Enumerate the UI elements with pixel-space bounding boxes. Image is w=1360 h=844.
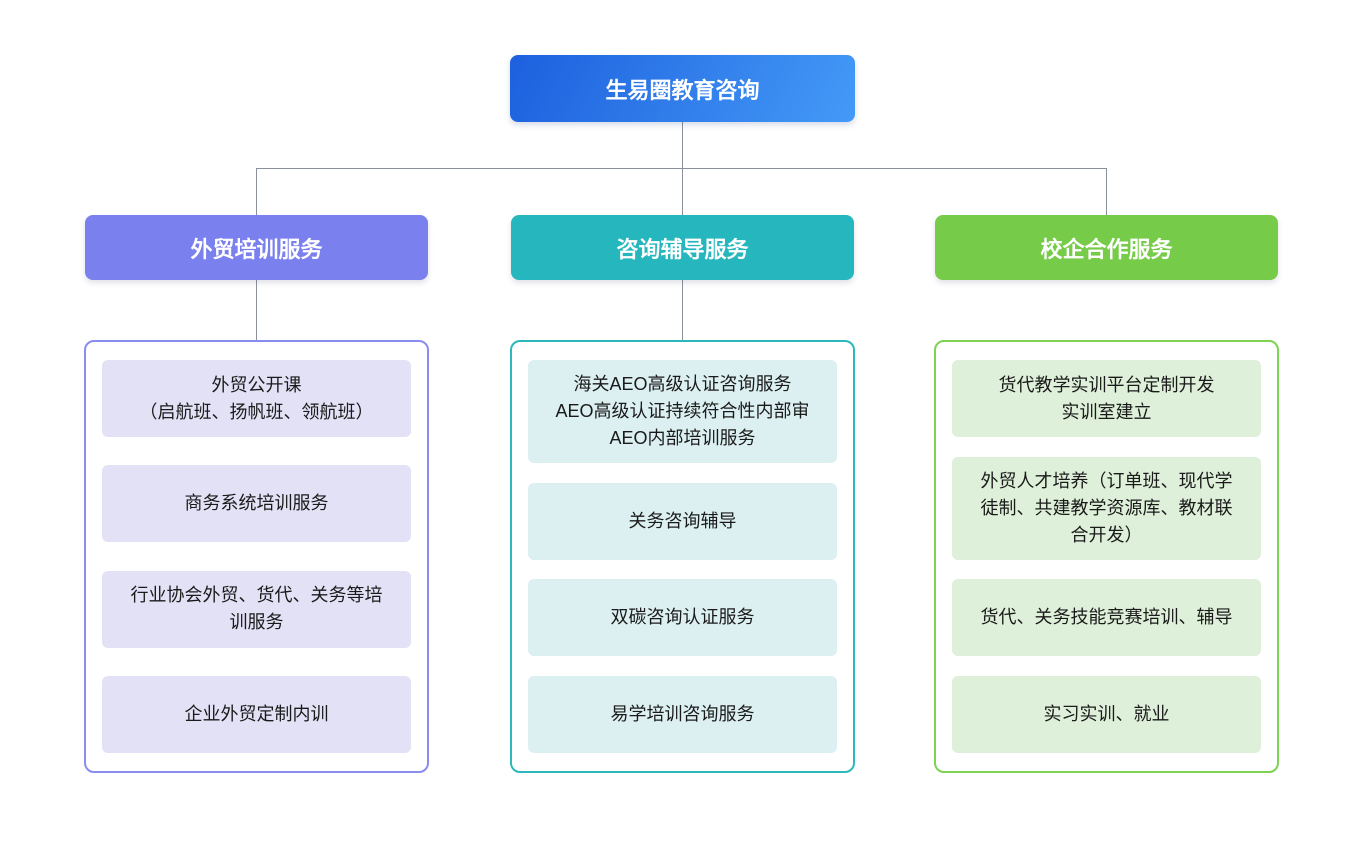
connector-branch-1-children [256,280,257,340]
leaf-item: 商务系统培训服务 [102,465,411,543]
leaf-item: 货代、关务技能竞赛培训、辅导 [952,579,1261,657]
branch-3-children-container: 货代教学实训平台定制开发 实训室建立 外贸人才培养（订单班、现代学 徒制、共建教… [934,340,1279,773]
root-node: 生易圈教育咨询 [510,55,855,122]
leaf-item: 外贸人才培养（订单班、现代学 徒制、共建教学资源库、教材联 合开发） [952,456,1261,560]
connector-drop-branch-3 [1106,168,1107,215]
connector-branch-2-children [682,280,683,340]
branch-1-children-container: 外贸公开课 （启航班、扬帆班、领航班） 商务系统培训服务 行业协会外贸、货代、关… [84,340,429,773]
leaf-item: 实习实训、就业 [952,675,1261,753]
branch-header-school-enterprise-cooperation: 校企合作服务 [935,215,1278,280]
leaf-item: 双碳咨询认证服务 [528,579,837,657]
branch-header-consulting-coaching: 咨询辅导服务 [511,215,854,280]
connector-root-down [682,122,683,168]
leaf-item: 行业协会外贸、货代、关务等培 训服务 [102,570,411,648]
branch-2-children-container: 海关AEO高级认证咨询服务 AEO高级认证持续符合性内部审 AEO内部培训服务 … [510,340,855,773]
leaf-item: 海关AEO高级认证咨询服务 AEO高级认证持续符合性内部审 AEO内部培训服务 [528,360,837,463]
leaf-item: 外贸公开课 （启航班、扬帆班、领航班） [102,360,411,437]
leaf-item: 易学培训咨询服务 [528,675,837,753]
connector-drop-branch-1 [256,168,257,215]
connector-horizontal-bus [256,168,1106,169]
leaf-item: 货代教学实训平台定制开发 实训室建立 [952,360,1261,437]
branch-header-foreign-trade-training: 外贸培训服务 [85,215,428,280]
leaf-item: 企业外贸定制内训 [102,675,411,753]
connector-drop-branch-2 [682,168,683,215]
leaf-item: 关务咨询辅导 [528,482,837,560]
